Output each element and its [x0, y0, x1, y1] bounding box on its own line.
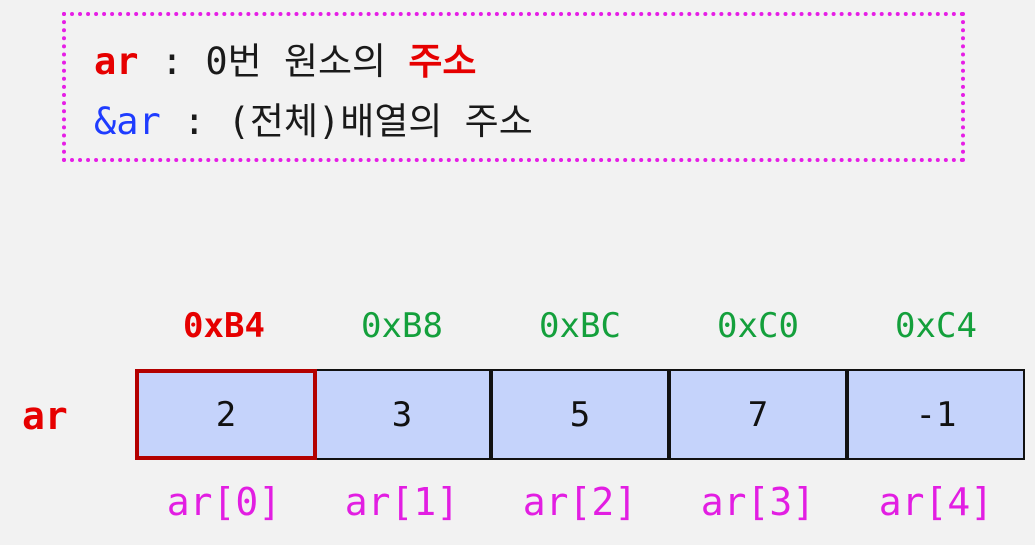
array-cell-0: 2 [135, 369, 317, 460]
array-cells: 3 5 7 -1 2 [135, 369, 1031, 460]
array-cell-4: -1 [847, 369, 1025, 460]
note-line-1: ar : 0번 원소의 주소 [94, 40, 476, 84]
array-cell-1: 3 [313, 369, 491, 460]
note-ref-keyword: &ar [94, 100, 161, 143]
array-cell-3: 7 [669, 369, 847, 460]
array-cell-2: 5 [491, 369, 669, 460]
note-ar-keyword: ar [94, 40, 139, 83]
address-3: 0xC0 [717, 306, 799, 346]
address-0: 0xB4 [183, 306, 265, 346]
index-label-3: ar[3] [700, 480, 816, 524]
note-line-2-text: : (전체)배열의 주소 [160, 100, 533, 143]
note-emphasis: 주소 [408, 40, 477, 83]
index-label-2: ar[2] [522, 480, 638, 524]
address-4: 0xC4 [895, 306, 977, 346]
note-line-1-text: : 0번 원소의 [138, 40, 409, 83]
array-label: ar [22, 394, 68, 438]
address-2: 0xBC [539, 306, 621, 346]
note-box: ar : 0번 원소의 주소 &ar : (전체)배열의 주소 [62, 12, 965, 162]
index-label-4: ar[4] [878, 480, 994, 524]
index-label-0: ar[0] [166, 480, 282, 524]
address-1: 0xB8 [361, 306, 443, 346]
index-label-1: ar[1] [344, 480, 460, 524]
note-line-2: &ar : (전체)배열의 주소 [94, 100, 533, 144]
